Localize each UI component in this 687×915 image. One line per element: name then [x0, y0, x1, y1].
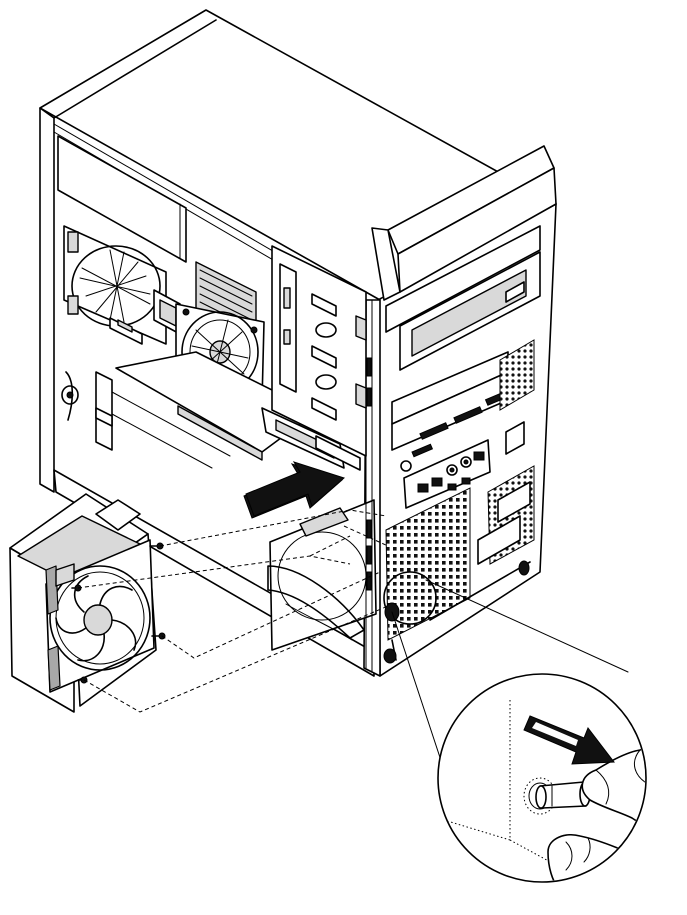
removal-direction-arrow: [243, 461, 345, 519]
rubber-mount-detail: [391, 579, 647, 883]
drive-cage: [261, 245, 367, 471]
magnifier-circle: [437, 673, 647, 883]
power-supply: [57, 135, 187, 263]
detail-callout-circle: [383, 571, 437, 625]
front-fan-assembly: [9, 493, 166, 713]
chassis-top-rim: [53, 19, 217, 119]
optical-drive: [371, 145, 557, 371]
alignment-lines: [77, 509, 389, 713]
front-vent-grille: [383, 339, 535, 664]
front-ports: [400, 439, 491, 509]
chassis-rear-edge: [39, 107, 55, 493]
front-frame-slots: [366, 357, 372, 591]
rear-fan: [63, 225, 167, 345]
